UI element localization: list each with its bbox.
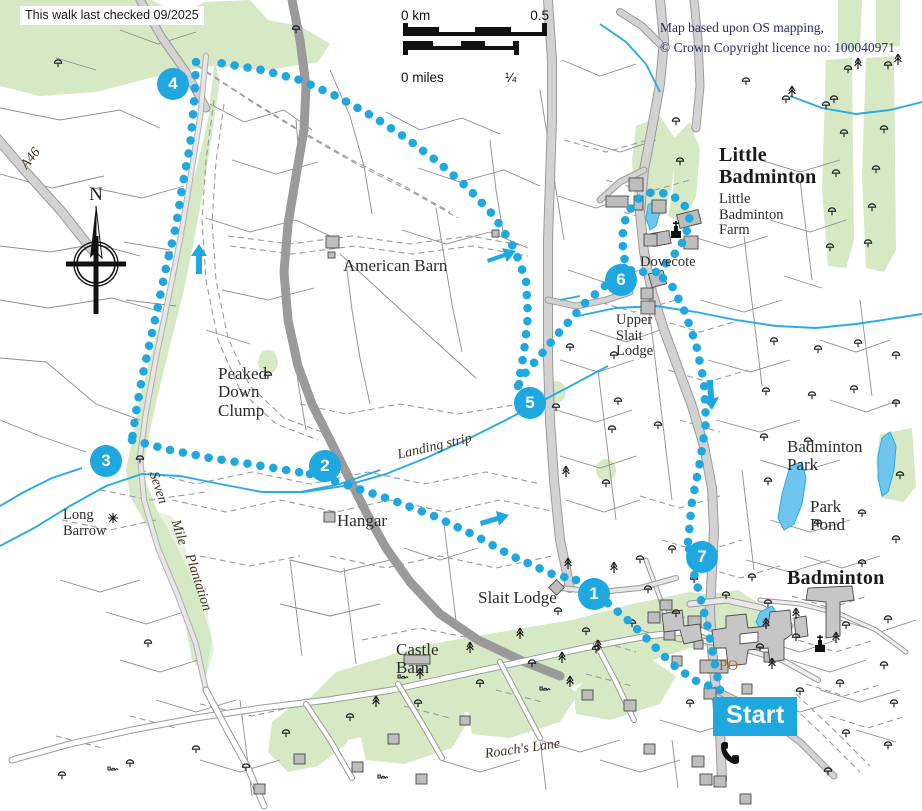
map-label-peaked-down-clump: Peaked Down Clump xyxy=(218,364,268,420)
ponds xyxy=(645,199,897,633)
route-direction-arrows xyxy=(191,244,719,526)
compass-north-letter: N xyxy=(89,184,103,205)
compass-rose: N xyxy=(58,182,134,327)
waypoint-marker-3[interactable]: 3 xyxy=(90,445,122,477)
map-label-badminton: Badminton xyxy=(787,567,885,589)
waypoint-marker-7[interactable]: 7 xyxy=(686,541,718,573)
map-label-hangar: Hangar xyxy=(337,511,388,530)
start-badge: Start xyxy=(713,697,798,736)
telephone-icon xyxy=(721,742,739,764)
scale-miles-left: 0 miles xyxy=(401,70,444,85)
copyright-line-1: Map based upon OS mapping, xyxy=(660,20,824,35)
map-label-castle-barn: Castle Barn xyxy=(396,640,439,678)
map-label-park-pond: Park Pond xyxy=(810,497,845,535)
map-label-post-office: PO xyxy=(719,658,739,674)
waypoint-marker-1[interactable]: 1 xyxy=(578,578,610,610)
copyright-line-2: © Crown Copyright licence no: 100040971 xyxy=(660,39,895,55)
map-label-little-badminton-farm: Little Badminton Farm xyxy=(719,191,784,239)
map-label-little-badminton: Little Badminton xyxy=(719,144,817,188)
map-label-badminton-park: Badminton Park xyxy=(787,437,863,475)
scale-miles-right: ¼ xyxy=(505,70,517,85)
antiquity-symbol xyxy=(107,512,119,524)
walk-checked-note: This walk last checked 09/2025 xyxy=(20,6,204,25)
scale-bar: 0 km 0.5 0 miles ¼ xyxy=(401,8,549,85)
map-label-long-barrow: Long Barrow xyxy=(63,507,107,539)
scale-bar-graphic xyxy=(403,23,547,55)
map-label-american-barn: American Barn xyxy=(343,256,448,275)
map-label-upper-slait-lodge: Upper Slait Lodge xyxy=(616,312,654,360)
waypoint-marker-2[interactable]: 2 xyxy=(309,450,341,482)
map-label-dovecote: Dovecote xyxy=(640,254,696,270)
scale-miles-numbers: 0 miles ¼ xyxy=(401,70,549,85)
map-label-slait-lodge: Slait Lodge xyxy=(478,588,557,607)
church-symbol xyxy=(815,635,825,652)
scale-km-numbers: 0 km 0.5 xyxy=(401,8,549,23)
scale-km-right: 0.5 xyxy=(530,8,549,23)
scale-km-left: 0 km xyxy=(401,8,431,23)
walk-route xyxy=(127,57,725,695)
map-copyright: Map based upon OS mapping, © Crown Copyr… xyxy=(660,18,895,57)
watercourses xyxy=(0,23,922,547)
waypoint-marker-4[interactable]: 4 xyxy=(157,68,189,100)
waypoint-marker-5[interactable]: 5 xyxy=(514,387,546,419)
waypoint-marker-6[interactable]: 6 xyxy=(605,264,637,296)
buildings xyxy=(165,177,855,805)
